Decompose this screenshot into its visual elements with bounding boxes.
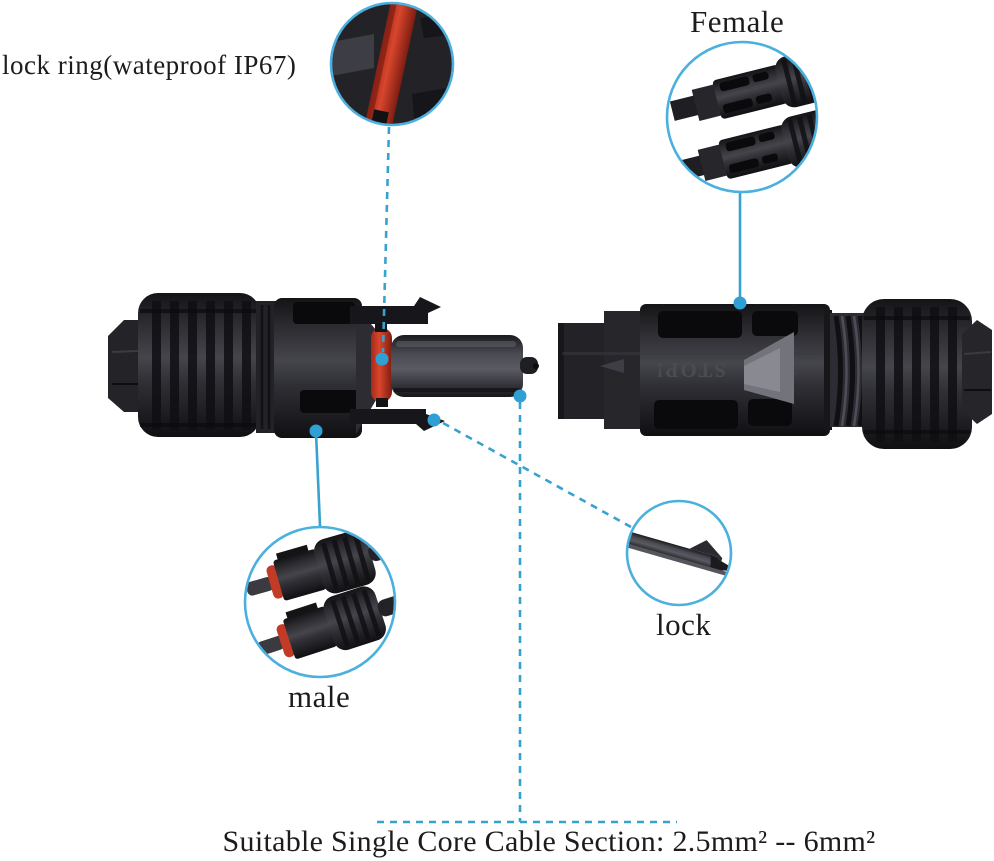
callout-lines [314,126,742,824]
leader-lockring-dashed [381,126,391,353]
lock-ring-circle-border [329,1,455,127]
female-label: Female [690,4,785,39]
female-snout [558,323,612,419]
leader-dots [309,296,747,438]
lock-circle-border [625,499,733,607]
male-connector [108,293,539,438]
caption-text: Suitable Single Core Cable Section: 2.5m… [222,825,876,858]
female-circle-border [665,40,819,194]
callout-female [665,40,819,194]
dot-pin-tip [513,389,527,403]
male-lock-tab-bottom [350,409,445,431]
callout-lock [625,499,733,607]
male-label: male [288,679,351,714]
dot-lock-tab [427,413,441,427]
leader-lock-dashed [442,421,632,529]
callout-male [243,525,397,679]
male-lock-tab-top [350,297,441,324]
lock-ring-label: lock ring(wateproof IP67) [2,50,297,80]
dot-oring [375,352,389,366]
female-connector: STOP! [558,299,992,449]
male-contact-pin [391,335,523,397]
dot-male-body [309,424,323,438]
male-circle-border [243,525,397,679]
lock-label: lock [656,607,712,642]
leader-male-solid [314,431,322,527]
female-cap-nut [962,320,992,424]
stop-embossed-text: STOP! [655,358,726,382]
dot-female-body [733,296,747,310]
callout-lock-ring [329,1,455,127]
